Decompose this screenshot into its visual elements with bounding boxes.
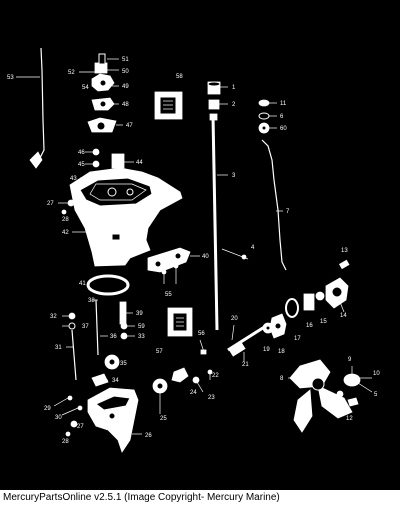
callout-6: 6 [280,114,284,120]
upper-housing-bolts [58,199,75,215]
callout-43: 43 [70,176,77,182]
shift-rod [16,47,45,169]
callout-labels: 53 52 51 50 54 49 48 47 58 1 2 11 6 60 4… [7,57,380,445]
callout-27-upper: 27 [47,201,54,207]
copyright-footer: MercuryPartsOnline v2.5.1 (Image Copyrig… [0,490,400,506]
propeller-shaft [227,324,267,362]
callout-51: 51 [122,57,129,63]
callout-4: 4 [251,245,255,251]
callout-11: 11 [280,101,287,107]
callout-21: 21 [242,362,249,368]
callout-53: 53 [7,75,14,81]
callout-7: 7 [286,209,290,215]
callout-55: 55 [165,292,172,298]
callout-28-lower: 28 [62,439,69,445]
callout-8: 8 [280,376,284,382]
callout-39: 39 [136,311,143,317]
callout-37: 37 [82,324,89,330]
driveshaft-bushings [207,81,228,110]
callout-57: 57 [156,349,163,355]
callout-25: 25 [160,416,167,422]
callout-30: 30 [55,415,62,421]
callout-15-right: 15 [320,319,327,325]
part-57-box [167,307,193,337]
callout-32: 32 [50,314,57,320]
callout-48: 48 [122,102,129,108]
callout-14: 14 [340,313,347,319]
lower-housing-bolts [53,395,83,437]
part-35-gear [104,354,120,370]
part-13-screw [338,259,350,270]
pinion-parts [171,367,213,393]
callout-13: 13 [341,248,348,254]
o-ring-41 [86,274,130,296]
callout-50: 50 [122,69,129,75]
driveshaft-housing [69,167,183,267]
callout-9: 9 [348,357,352,363]
callout-46: 46 [78,150,85,156]
driveshaft [209,113,228,331]
callout-20: 20 [231,316,238,322]
pin-and-washers [119,301,135,340]
callout-54: 54 [82,85,89,91]
part-58-box [154,91,183,120]
callout-12: 12 [346,416,353,422]
shift-linkage-rod [261,139,287,271]
callout-36: 36 [110,334,117,340]
callout-24: 24 [190,390,197,396]
callout-10: 10 [373,371,380,377]
exploded-parts-diagram: 53 52 51 50 54 49 48 47 58 1 2 11 6 60 4… [7,47,380,453]
anode-plate [147,247,200,284]
callout-3: 3 [232,173,236,179]
callout-41: 41 [79,281,86,287]
callout-45: 45 [78,162,85,168]
callout-31: 31 [55,345,62,351]
callout-16: 16 [306,323,313,329]
callout-17: 17 [294,336,301,342]
callout-2: 2 [232,102,236,108]
callout-5: 5 [374,392,378,398]
callout-56: 56 [198,331,205,337]
callout-34: 34 [112,378,119,384]
callout-38: 38 [88,298,95,304]
callout-35: 35 [120,361,127,367]
callout-58: 58 [176,74,183,80]
forward-gear [152,378,168,414]
callout-27-lower: 27 [77,424,84,430]
shift-cam-34 [91,373,109,387]
callout-18: 18 [278,349,285,355]
callout-23: 23 [208,395,215,401]
callout-22: 22 [212,373,219,379]
callout-33: 33 [138,334,145,340]
callout-47: 47 [126,123,133,129]
callout-19: 19 [263,347,270,353]
callout-26: 26 [145,433,152,439]
gear-housing [87,387,142,453]
callout-42: 42 [62,230,69,236]
propeller [288,359,353,433]
shift-rod-hardware [258,99,277,134]
water-pump-assembly [79,53,123,133]
callout-52: 52 [68,70,75,76]
callout-44: 44 [136,160,143,166]
callout-60: 60 [280,126,287,132]
callout-40: 40 [202,254,209,260]
part-56 [199,339,207,355]
callout-29: 29 [44,406,51,412]
callout-1: 1 [232,85,236,91]
bearing-carrier-stack [262,277,349,339]
callout-49: 49 [122,84,129,90]
prop-hardware [336,366,373,411]
callout-59: 59 [138,324,145,330]
water-tube [92,299,108,356]
lower-left-hardware [62,312,77,381]
callout-28-upper: 28 [62,217,69,223]
part-4-clip [221,248,249,260]
footer-caption: MercuryPartsOnline v2.5.1 (Image Copyrig… [3,492,280,503]
